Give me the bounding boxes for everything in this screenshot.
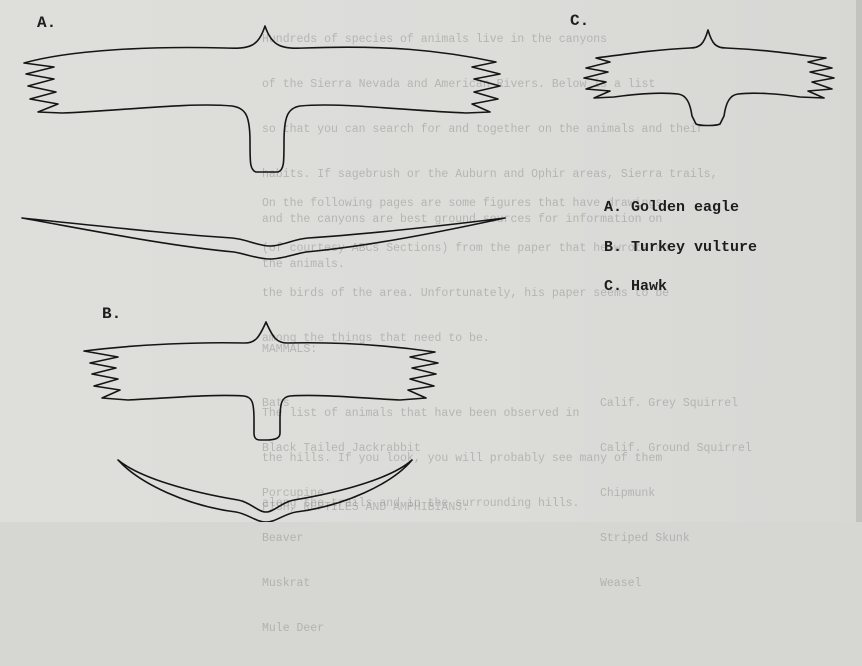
hawk-silhouette-top [584, 30, 834, 126]
eagle-silhouette-top [24, 26, 500, 172]
eagle-silhouette-front [22, 218, 505, 259]
bleed-line: Mule Deer [262, 621, 421, 636]
bleed-line: Beaver [262, 531, 421, 546]
figure-label-a: A. [37, 14, 56, 32]
figure-label-b: B. [102, 305, 121, 323]
page-edge [856, 0, 862, 522]
bird-silhouettes [0, 0, 862, 522]
figure-label-c: C. [570, 12, 589, 30]
bleed-line: Muskrat [262, 576, 421, 591]
scanned-page: Hundreds of species of animals live in t… [0, 0, 862, 522]
legend-item-turkey-vulture: B. Turkey vulture [604, 239, 757, 256]
vulture-silhouette-front [118, 460, 412, 522]
bleed-line: Striped Skunk [600, 531, 752, 546]
vulture-silhouette-top [84, 322, 438, 440]
legend-item-golden-eagle: A. Golden eagle [604, 199, 739, 216]
bleed-line: Weasel [600, 576, 752, 591]
legend-item-hawk: C. Hawk [604, 278, 667, 295]
